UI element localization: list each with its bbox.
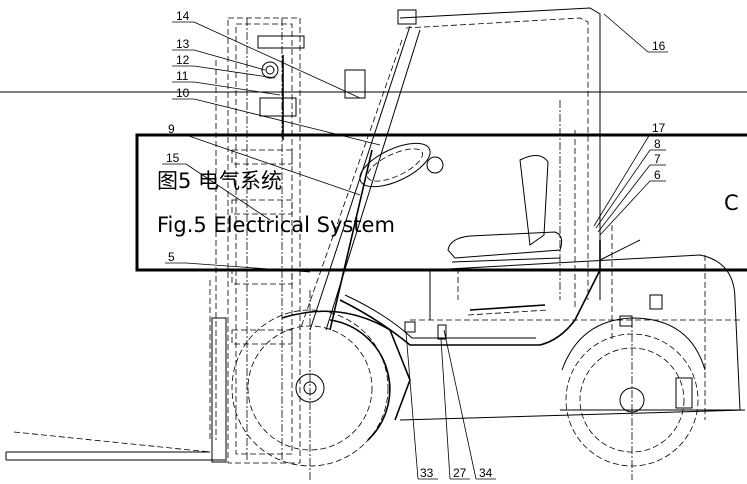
caption-frame	[135, 133, 747, 272]
caption-cn: 图5 电气系统	[157, 169, 282, 193]
callout-14: 14	[176, 9, 190, 23]
callout-11: 11	[176, 69, 189, 83]
callout-9: 9	[168, 122, 175, 136]
callout-6: 6	[654, 168, 661, 182]
rear-wheel	[561, 317, 706, 480]
mast	[209, 17, 305, 464]
callout-33: 33	[420, 466, 434, 480]
callout-7: 7	[654, 152, 661, 166]
callout-10: 10	[176, 86, 190, 100]
callout-13: 13	[176, 37, 190, 51]
callout-15: 15	[166, 151, 180, 165]
callout-5: 5	[168, 250, 175, 264]
callouts: 14 13 12 11 10 9 15 5 16 17	[162, 9, 668, 480]
callout-8: 8	[654, 137, 661, 151]
forks	[5, 317, 227, 463]
callout-12: 12	[176, 53, 190, 67]
caption-side-letter: C	[724, 191, 739, 215]
caption-en: Fig.5 Electrical System	[157, 213, 395, 237]
callout-27: 27	[453, 466, 467, 480]
callout-34: 34	[479, 466, 493, 480]
callout-16: 16	[652, 39, 666, 53]
steering	[329, 69, 444, 331]
front-wheel	[231, 290, 411, 480]
callout-17: 17	[652, 121, 666, 135]
wiring-harness	[339, 239, 641, 346]
seat	[447, 155, 563, 263]
overhead-guard	[299, 7, 601, 331]
